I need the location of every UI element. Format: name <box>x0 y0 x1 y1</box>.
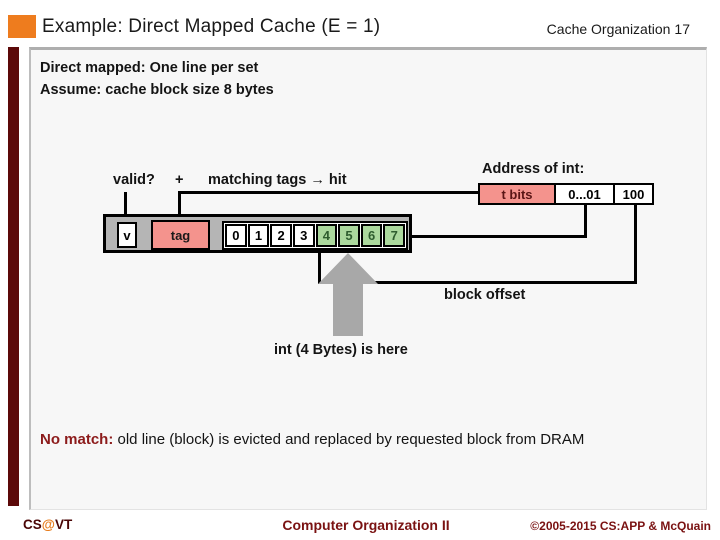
tag-match-horizontal-line <box>178 191 481 194</box>
block-offset-right-line <box>634 204 637 284</box>
tag-match-vertical-line <box>178 191 181 222</box>
intro-line-2: Assume: cache block size 8 bytes <box>40 82 274 98</box>
int-pointer-arrow-stem <box>333 283 363 336</box>
byte-cell-0: 0 <box>225 224 247 247</box>
byte-cell-1: 1 <box>247 224 270 247</box>
block-offset-horizontal-line <box>318 281 637 284</box>
footer-at-sign: @ <box>41 517 55 532</box>
cache-line-container: v tag 0 1 2 3 4 5 6 7 <box>103 214 412 253</box>
tag-box: tag <box>151 220 210 250</box>
valid-connector-line <box>124 192 127 223</box>
address-bit-fields: t bits 0...01 100 <box>478 183 654 205</box>
left-accent-bar <box>8 47 19 506</box>
block-bytes-row: 0 1 2 3 4 5 6 7 <box>222 221 408 250</box>
footer-cs-vt: CS@VT <box>23 517 72 532</box>
address-of-int-label: Address of int: <box>482 161 585 177</box>
byte-cell-6: 6 <box>360 224 383 247</box>
address-offset-bits-box: 100 <box>613 183 654 205</box>
address-tag-bits-box: t bits <box>478 183 556 205</box>
byte-cell-4: 4 <box>315 224 338 247</box>
slide-title: Example: Direct Mapped Cache (E = 1) <box>42 16 381 37</box>
set-index-vertical-line <box>584 204 587 238</box>
set-index-horizontal-line <box>409 235 587 238</box>
footer-course-title: Computer Organization II <box>282 517 450 533</box>
page-number: 17 <box>674 21 690 37</box>
int-pointer-arrow-head <box>318 253 378 284</box>
footer-copyright: ©2005-2015 CS:APP & McQuain <box>530 519 711 533</box>
plus-label: + <box>175 172 184 188</box>
matching-tags-label: matching tags → hit <box>208 172 347 188</box>
footer-vt: VT <box>54 517 73 532</box>
footer-cs: CS <box>23 517 42 532</box>
intro-line-1: Direct mapped: One line per set <box>40 60 259 76</box>
no-match-label: No match: <box>40 431 114 448</box>
title-accent-square <box>8 15 36 38</box>
no-match-note: No match: old line (block) is evicted an… <box>40 431 584 448</box>
byte-cell-7: 7 <box>383 224 405 247</box>
valid-bit-box: v <box>117 222 137 248</box>
no-match-text: old line (block) is evicted and replaced… <box>113 431 585 448</box>
address-set-bits-box: 0...01 <box>554 183 615 205</box>
byte-cell-5: 5 <box>338 224 360 247</box>
block-offset-label: block offset <box>444 287 526 303</box>
valid-label: valid? <box>113 172 155 188</box>
int-location-label: int (4 Bytes) is here <box>274 342 408 358</box>
byte-cell-3: 3 <box>292 224 315 247</box>
byte-cell-2: 2 <box>270 224 292 247</box>
course-section-label: Cache Organization <box>546 21 671 37</box>
